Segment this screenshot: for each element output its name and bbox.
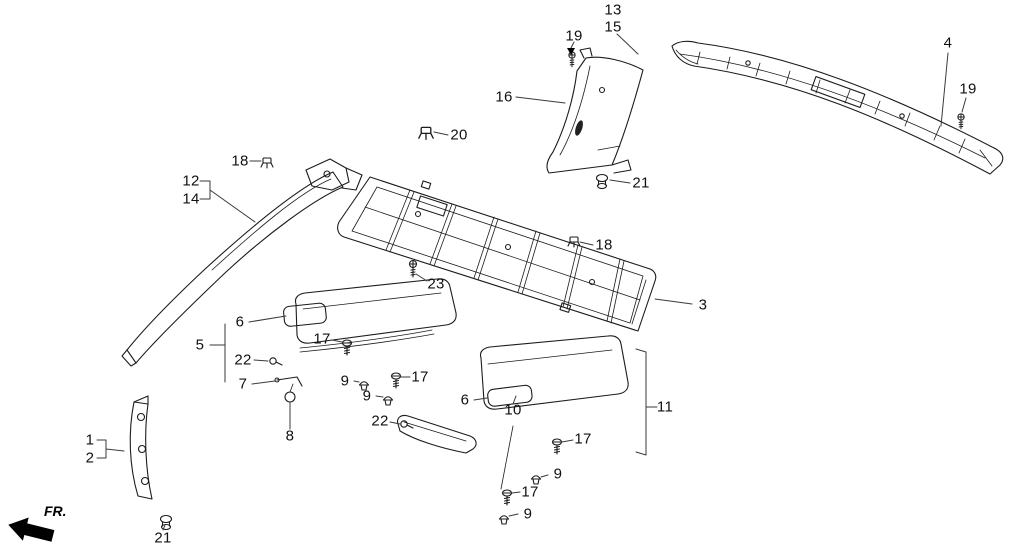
- part-number-label: 11: [656, 398, 674, 416]
- part-number-label: 15: [604, 18, 622, 36]
- part-number-label: 9: [362, 387, 372, 405]
- quarter-pillar-garnish-drawing: [546, 47, 644, 174]
- part-number-label: 21: [154, 529, 172, 547]
- part-number-label: 19: [959, 80, 977, 98]
- part-number-label: 4: [943, 34, 953, 52]
- front-pillar-garnish-drawing: [121, 158, 363, 367]
- part-number-label: 20: [450, 126, 468, 144]
- part-number-label: 8: [285, 427, 295, 445]
- leader-lines: [96, 33, 967, 531]
- part-number-label: 5: [195, 336, 205, 354]
- part-number-label: 9: [340, 372, 350, 390]
- lower-pillar-garnish-drawing: [129, 395, 153, 500]
- part-number-label: 17: [313, 330, 331, 348]
- part-number-label: 19: [565, 27, 583, 45]
- part-number-label: 1: [85, 431, 95, 449]
- part-number-label: 10: [504, 401, 522, 419]
- part-number-label: 6: [460, 391, 470, 409]
- part-number-label: 18: [231, 152, 249, 170]
- part-number-label: 17: [411, 368, 429, 386]
- roof-side-rail-drawing: [671, 40, 1004, 175]
- sun-visor-right-drawing: [397, 335, 629, 490]
- part-number-label: 12: [182, 172, 200, 190]
- part-number-label: 22: [234, 351, 252, 369]
- part-number-label: 3: [698, 296, 708, 314]
- part-number-label: 23: [427, 275, 445, 293]
- part-number-label: 17: [574, 430, 592, 448]
- part-number-label: 13: [604, 1, 622, 19]
- fr-arrow-icon: [8, 517, 55, 542]
- part-number-label: 9: [553, 465, 563, 483]
- sun-visor-left-drawing: [274, 278, 457, 403]
- part-number-label: 14: [182, 190, 200, 208]
- roof-trim-panel-drawing: [337, 176, 657, 332]
- part-number-label: 22: [371, 412, 389, 430]
- part-number-label: 7: [238, 375, 248, 393]
- fr-direction-label: FR.: [44, 503, 67, 519]
- part-number-label: 16: [495, 88, 513, 106]
- part-number-label: 17: [521, 483, 539, 501]
- part-number-label: 9: [523, 505, 533, 523]
- part-number-label: 18: [595, 236, 613, 254]
- part-number-label: 2: [85, 449, 95, 467]
- part-number-label: 21: [632, 174, 650, 192]
- part-number-label: 6: [235, 313, 245, 331]
